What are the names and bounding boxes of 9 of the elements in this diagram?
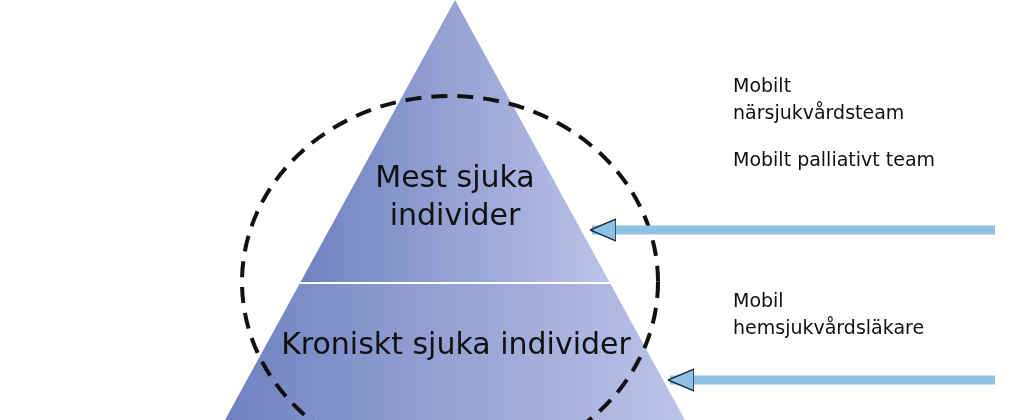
layer-label: Mest sjuka individer: [374, 158, 536, 234]
pyramid-layer: [225, 283, 687, 420]
service-label: Mobilt palliativt team: [733, 147, 937, 172]
arrow: [667, 368, 995, 392]
service-label: Mobil hemsjukvårdsläkare: [733, 288, 926, 340]
arrow: [589, 218, 995, 242]
pyramid-layer: [300, 0, 610, 283]
service-label: Mobilt närsjukvårdsteam: [733, 73, 906, 125]
layer-label: Kroniskt sjuka individer: [280, 325, 632, 363]
